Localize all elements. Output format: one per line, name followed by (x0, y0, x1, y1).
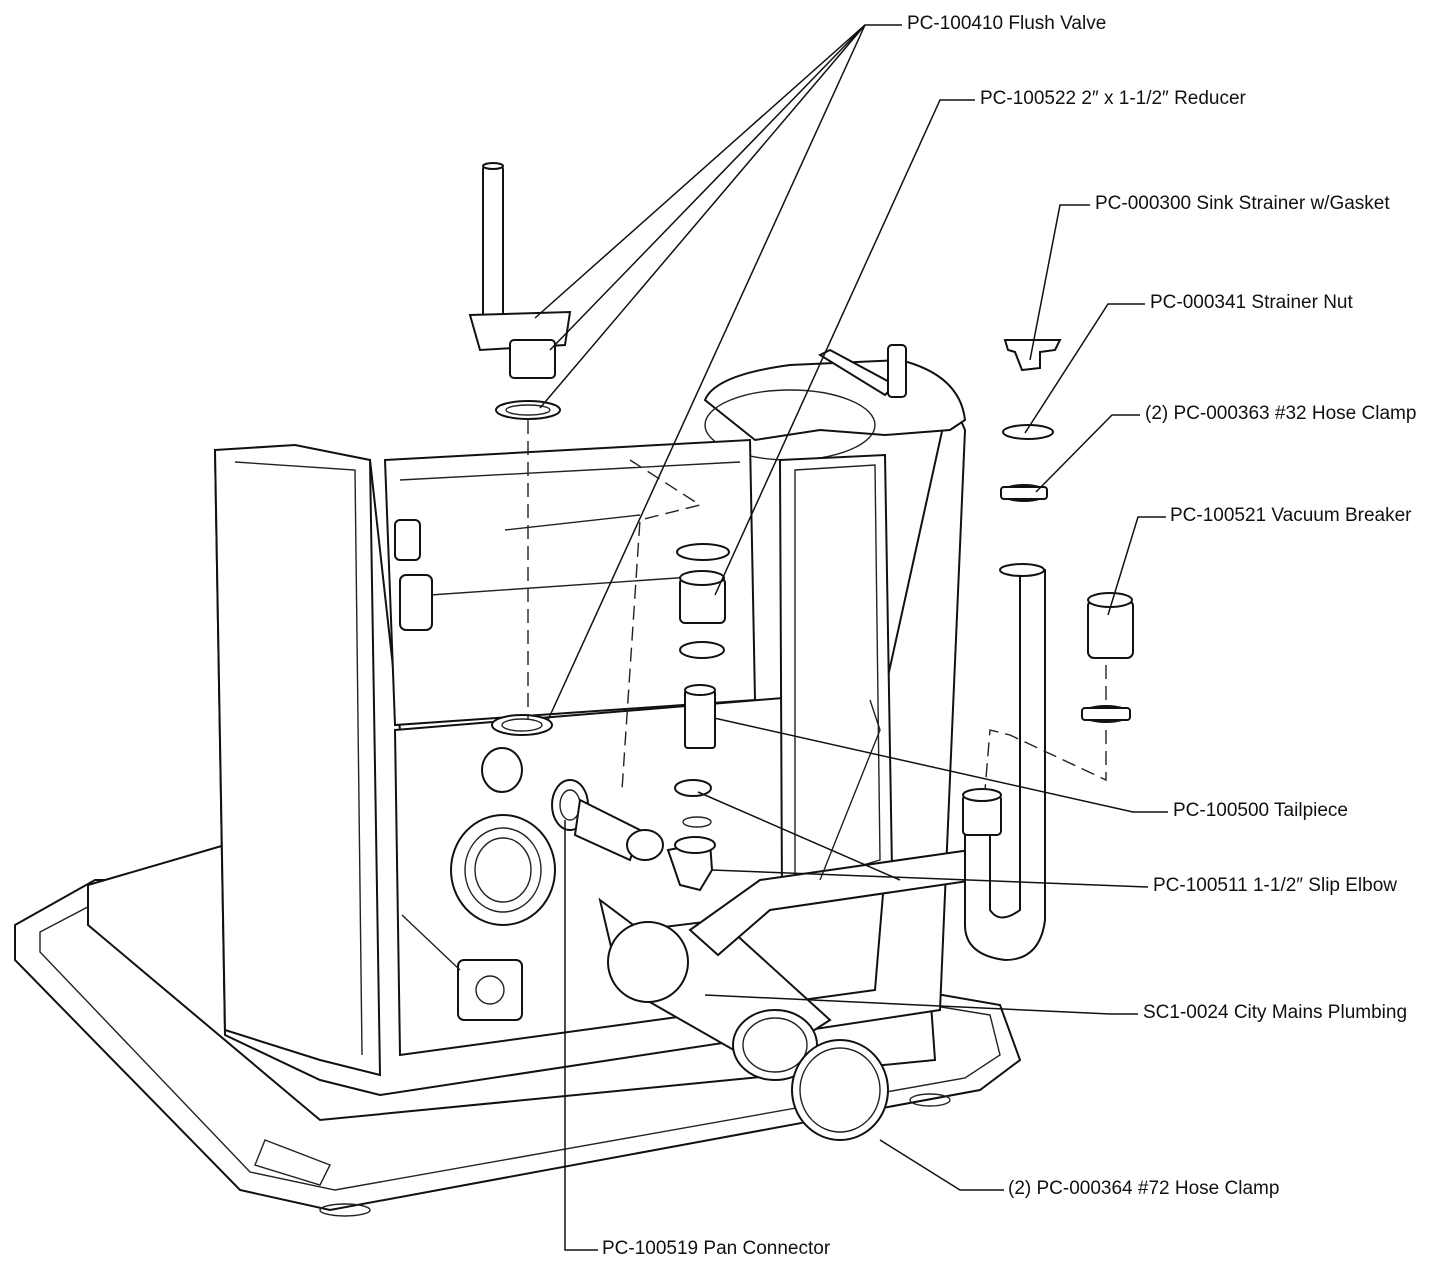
label-hose-clamp-72: (2) PC-000364 #72 Hose Clamp (1008, 1178, 1280, 1199)
label-tailpiece: PC-100500 Tailpiece (1173, 800, 1348, 821)
label-strainer-nut: PC-000341 Strainer Nut (1150, 292, 1353, 313)
label-city-mains: SC1-0024 City Mains Plumbing (1143, 1002, 1408, 1023)
label-slip-elbow: PC-100511 1-1/2″ Slip Elbow (1153, 875, 1398, 896)
hose-and-breaker (962, 339, 1134, 962)
assembly-lines (527, 420, 1107, 791)
label-sink-strainer: PC-000300 Sink Strainer w/Gasket (1095, 193, 1390, 214)
label-hose-clamp-32: (2) PC-000363 #32 Hose Clamp (1145, 403, 1417, 424)
label-vacuum-breaker: PC-100521 Vacuum Breaker (1170, 505, 1412, 526)
label-pan-connector: PC-100519 Pan Connector (602, 1238, 831, 1259)
flush-valve-part (468, 162, 572, 420)
label-flush-valve: PC-100410 Flush Valve (907, 13, 1107, 34)
label-reducer: PC-100522 2″ x 1-1/2″ Reducer (980, 88, 1246, 109)
fittings (401, 543, 977, 1141)
cabinet-body (213, 344, 967, 1097)
leader-lines (534, 24, 1168, 1251)
